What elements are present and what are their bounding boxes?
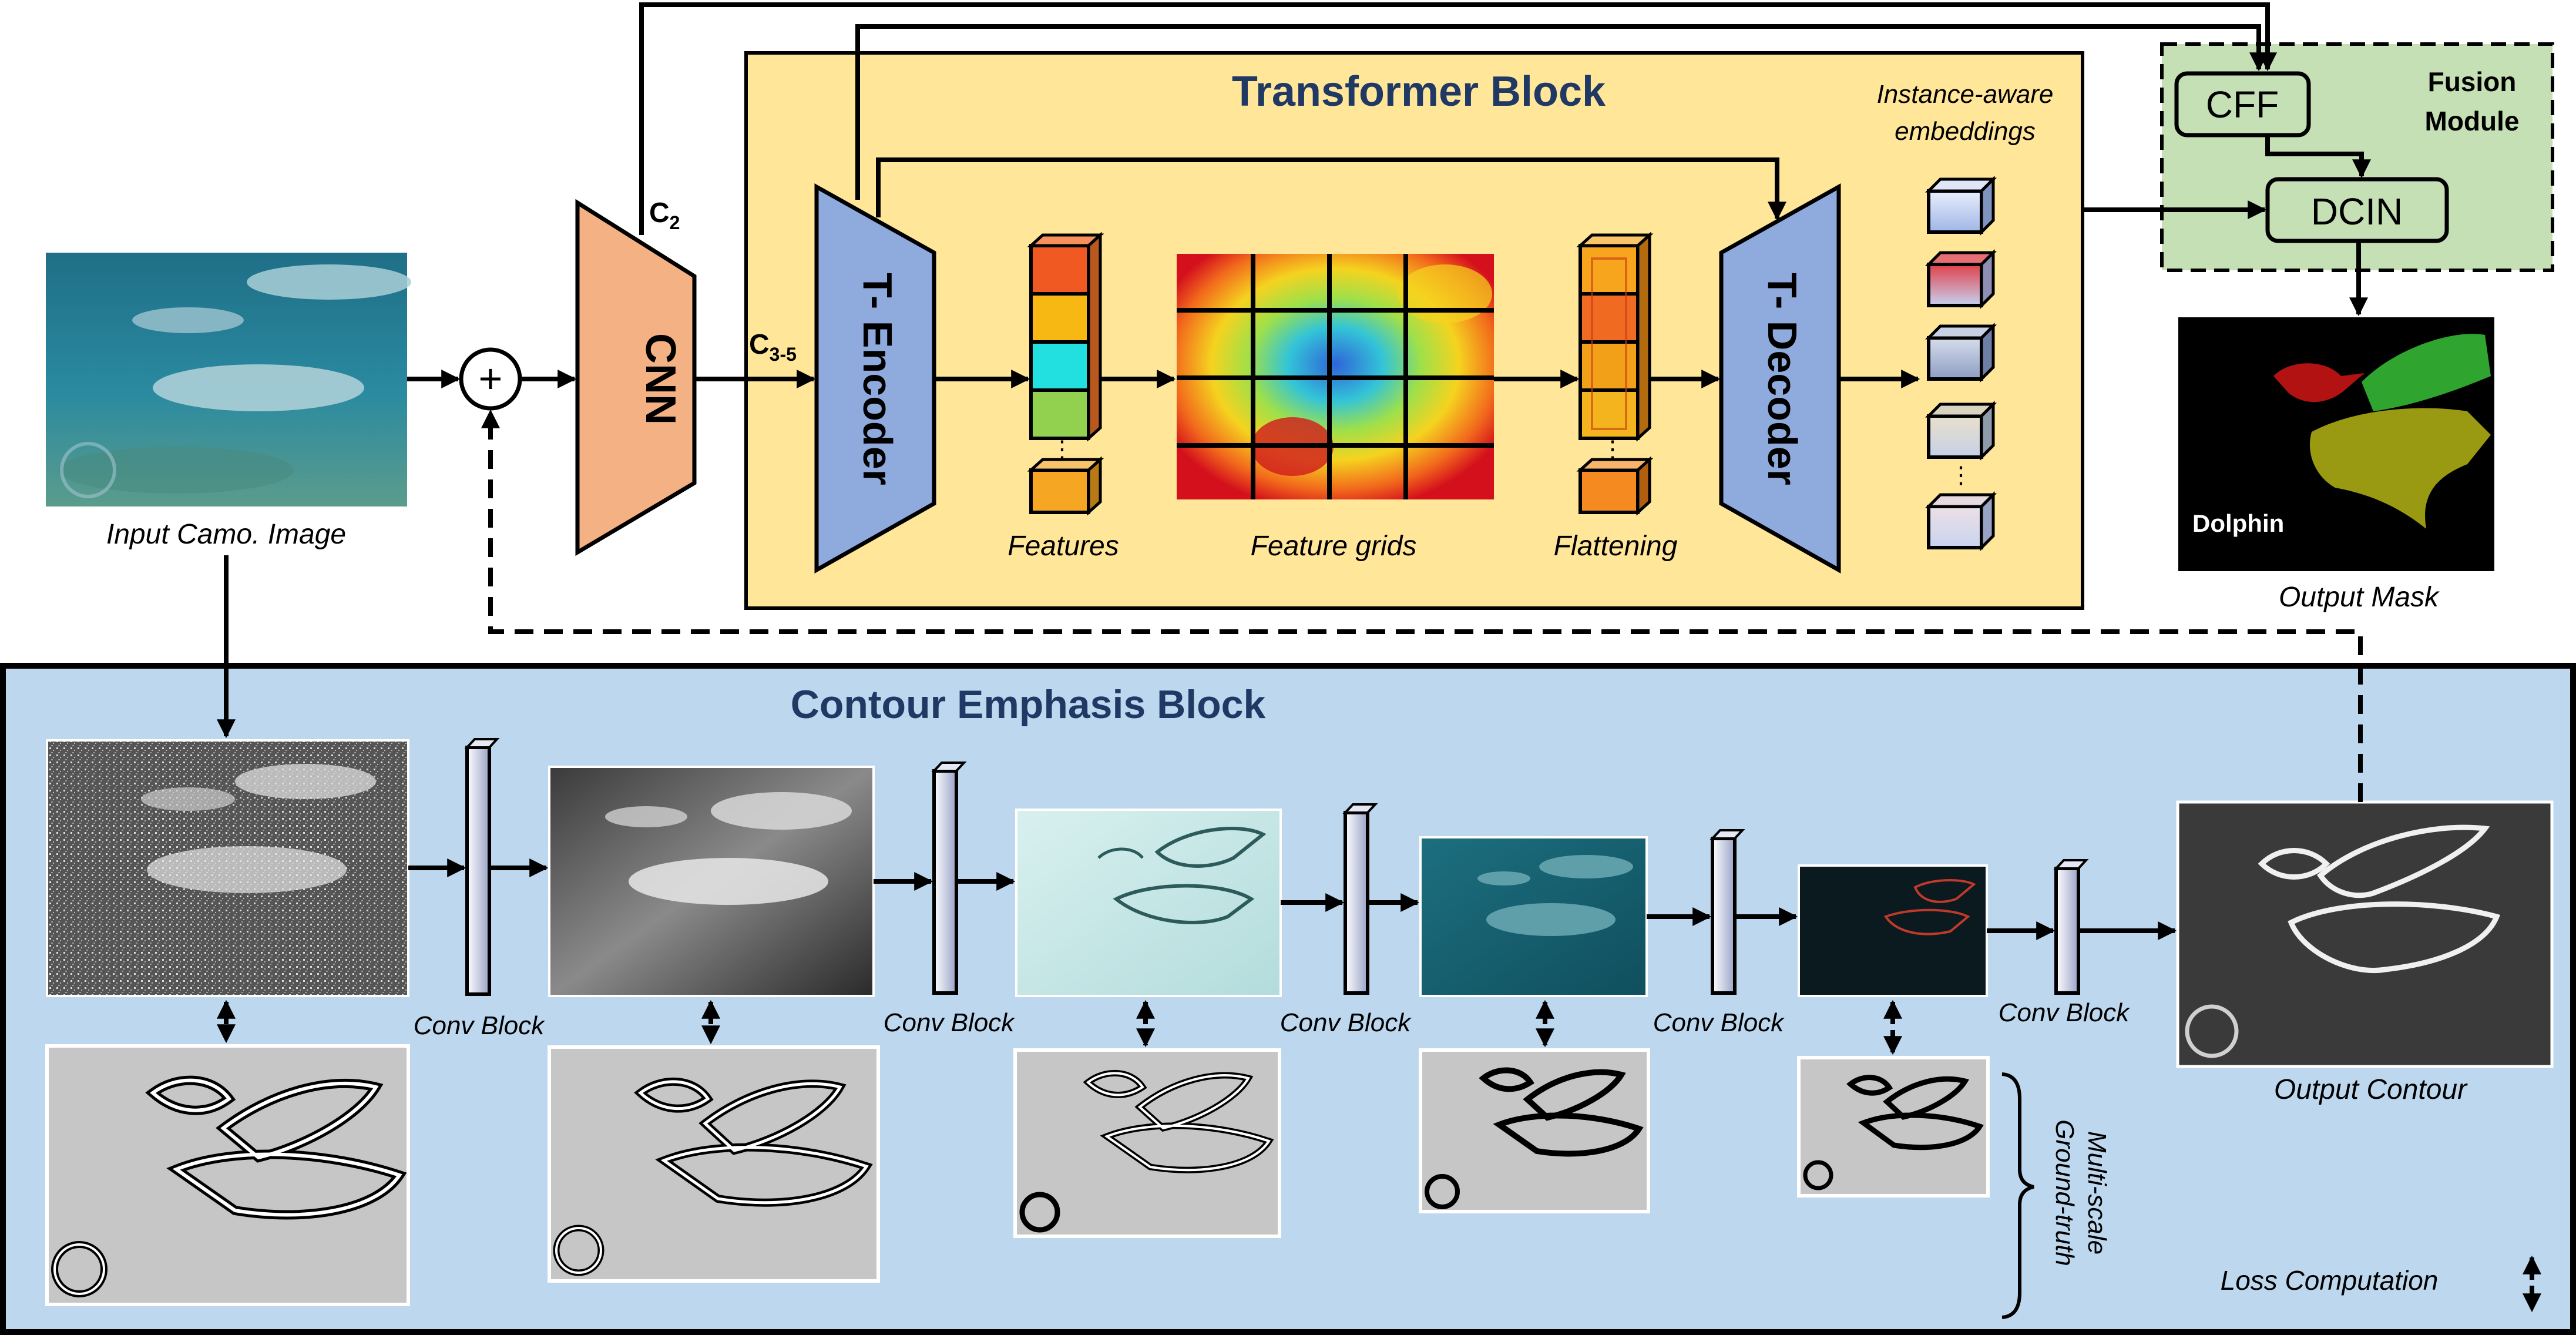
feature-stack	[1027, 232, 1104, 516]
loss-legend-label: Loss Computation	[2221, 1265, 2439, 1296]
stage4-image	[1419, 836, 1648, 997]
flattened-stack	[1576, 232, 1654, 516]
fusion-title-line1: Fusion	[2428, 66, 2517, 97]
ground-truth-label-line1: Multi-scale	[2083, 1131, 2111, 1255]
conv-block-3	[1342, 803, 1378, 995]
c35-label: C3-5	[749, 329, 797, 365]
flatten-dots: ⋮	[1601, 437, 1624, 462]
transformer-block-title: Transformer Block	[1232, 68, 1606, 115]
cnn-label: CNN	[637, 333, 684, 425]
cff-label: CFF	[2206, 83, 2279, 126]
conv-label-5: Conv Block	[1999, 998, 2131, 1027]
conv-label-3: Conv Block	[1280, 1008, 1412, 1037]
ground-truth-1	[45, 1044, 410, 1306]
input-caption: Input Camo. Image	[106, 519, 346, 550]
t-decoder-block	[1719, 183, 1841, 573]
conv-block-1	[464, 738, 500, 996]
ground-truth-5	[1797, 1056, 1990, 1198]
conv-label-4: Conv Block	[1653, 1008, 1785, 1037]
embedding-dots: ⋮	[1949, 462, 1973, 488]
conv-label-1: Conv Block	[414, 1011, 546, 1040]
stage1-image	[46, 739, 409, 997]
stage3-image	[1015, 809, 1282, 997]
ground-truth-3	[1013, 1048, 1281, 1238]
output-mask-image	[2178, 317, 2494, 571]
ground-truth-2	[548, 1045, 880, 1283]
ground-truth-brace	[2001, 1072, 2034, 1319]
mask-class-label: Dolphin	[2192, 509, 2284, 537]
ground-truth-4	[1419, 1048, 1650, 1213]
cnn-block	[575, 199, 697, 556]
stage5-image	[1798, 864, 1988, 997]
feature-grid-heatmap	[1177, 254, 1494, 499]
fusion-title-line2: Module	[2425, 106, 2520, 136]
connection-arrows	[217, 2, 2371, 1055]
ground-truth-label-line2: Ground-truth	[2050, 1119, 2079, 1266]
t-decoder-label: T- Decoder	[1759, 273, 1805, 485]
c2-label: C2	[649, 197, 680, 233]
embeddings-label-line2: embeddings	[1895, 117, 2036, 146]
output-mask-caption: Output Mask	[2279, 582, 2440, 613]
feature-dots: ⋮	[1050, 437, 1074, 462]
t-encoder-block	[814, 183, 936, 573]
feature-grids-label: Feature grids	[1251, 531, 1417, 562]
input-image	[46, 253, 411, 507]
conv-label-2: Conv Block	[884, 1008, 1016, 1037]
flattening-label: Flattening	[1554, 531, 1678, 562]
circled-plus-icon: +	[459, 347, 522, 411]
conv-block-4	[1710, 829, 1745, 995]
contour-block-title: Contour Emphasis Block	[791, 682, 1266, 727]
features-label: Features	[1007, 531, 1119, 562]
embedding-cubes	[1925, 175, 1997, 552]
stage2-image	[548, 766, 875, 997]
embeddings-label-line1: Instance-aware	[1877, 80, 2054, 109]
output-contour-caption: Output Contour	[2274, 1074, 2468, 1105]
cff-box	[2174, 71, 2311, 137]
svg-text:+: +	[479, 355, 503, 401]
dcin-label: DCIN	[2311, 190, 2403, 233]
t-encoder-label: T- Encoder	[855, 273, 901, 485]
contour-emphasis-block	[0, 663, 2576, 1335]
output-contour-image	[2176, 800, 2554, 1068]
